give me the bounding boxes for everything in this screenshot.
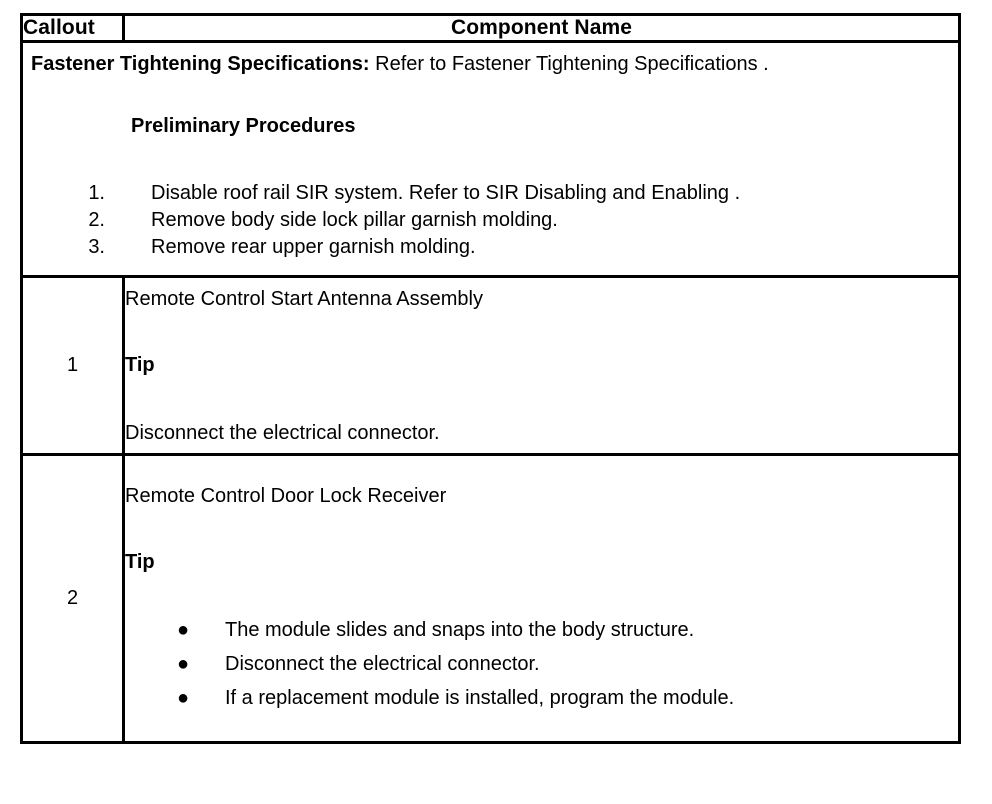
component-detail-cell: Remote Control Start Antenna Assembly Ti… xyxy=(125,278,958,456)
list-item: 3. Remove rear upper garnish molding. xyxy=(31,234,948,261)
list-item: ● The module slides and snaps into the bo… xyxy=(125,613,958,647)
preliminary-procedures-row: Fastener Tightening Specifications: Refe… xyxy=(23,43,958,278)
step-number: 1. xyxy=(88,182,105,204)
preliminary-procedures-heading: Preliminary Procedures xyxy=(131,115,356,137)
preliminary-steps-list: 1. Disable roof rail SIR system. Refer to… xyxy=(31,180,948,261)
preliminary-procedures-cell: Fastener Tightening Specifications: Refe… xyxy=(23,43,958,278)
bullet-text: Disconnect the electrical connector. xyxy=(225,652,540,675)
tip-bullet-list: ● The module slides and snaps into the bo… xyxy=(125,613,958,715)
fastener-tightening-line: Fastener Tightening Specifications: Refe… xyxy=(31,51,948,77)
header-cell-component-name: Component Name xyxy=(125,16,958,43)
step-text: Remove rear upper garnish molding. xyxy=(151,236,476,258)
list-item: ● If a replacement module is installed, p… xyxy=(125,681,958,715)
list-item: 2. Remove body side lock pillar garnish m… xyxy=(31,207,948,234)
tip-heading: Tip xyxy=(125,353,155,376)
step-text: Disable roof rail SIR system. Refer to S… xyxy=(151,182,741,204)
header-cell-callout: Callout xyxy=(23,16,125,43)
table-header-row: Callout Component Name xyxy=(23,16,958,43)
bullet-icon: ● xyxy=(177,686,190,709)
table-row: 2 Remote Control Door Lock Receiver Tip … xyxy=(23,456,958,741)
component-name-text: Remote Control Start Antenna Assembly xyxy=(125,287,483,310)
component-callout-table: Callout Component Name Fastener Tighteni… xyxy=(20,13,961,744)
bullet-icon: ● xyxy=(177,652,190,675)
step-text: Remove body side lock pillar garnish mol… xyxy=(151,209,558,231)
component-name-text: Remote Control Door Lock Receiver xyxy=(125,484,447,507)
callout-number: 2 xyxy=(23,456,125,741)
bullet-text: If a replacement module is installed, pr… xyxy=(225,686,735,709)
table-row: 1 Remote Control Start Antenna Assembly … xyxy=(23,278,958,456)
list-item: 1. Disable roof rail SIR system. Refer to… xyxy=(31,180,948,207)
bullet-icon: ● xyxy=(177,618,190,641)
bullet-text: The module slides and snaps into the bod… xyxy=(225,618,695,641)
callout-number: 1 xyxy=(23,278,125,456)
list-item: ● Disconnect the electrical connector. xyxy=(125,647,958,681)
component-detail-cell: Remote Control Door Lock Receiver Tip ● T… xyxy=(125,456,958,741)
tip-body-text: Disconnect the electrical connector. xyxy=(125,421,440,444)
step-number: 2. xyxy=(88,209,105,231)
fastener-spec-text: Refer to Fastener Tightening Specificati… xyxy=(369,53,769,75)
tip-heading: Tip xyxy=(125,550,155,573)
step-number: 3. xyxy=(88,236,105,258)
fastener-spec-label: Fastener Tightening Specifications: xyxy=(31,53,370,75)
